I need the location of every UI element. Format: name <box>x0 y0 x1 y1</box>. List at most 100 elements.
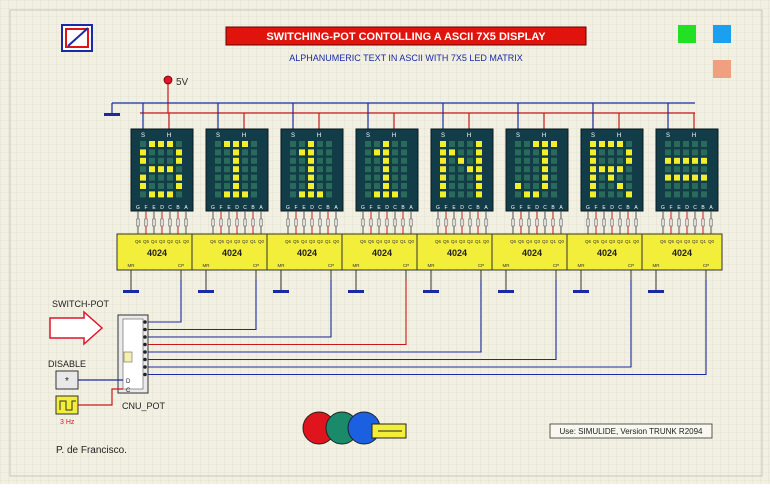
matrix-pin-label: E <box>227 205 231 211</box>
clock-frequency: 3 Hz <box>60 419 75 426</box>
matrix-pin-label: A <box>409 205 413 211</box>
led-dot <box>326 183 332 189</box>
led-dot <box>176 149 182 156</box>
led-dot <box>458 141 464 147</box>
pot-pin-dot <box>143 365 147 369</box>
square-wave-icon <box>59 400 76 411</box>
led-dot <box>542 149 548 156</box>
led-dot <box>617 183 623 189</box>
led-dot <box>401 149 407 156</box>
led-dot <box>692 166 698 173</box>
ic-cp-label: CP <box>328 263 334 268</box>
frame-border <box>9 9 763 477</box>
ic-4024 <box>191 233 273 271</box>
clock-line <box>148 280 632 368</box>
ground-symbol-icon <box>348 290 364 293</box>
led-dot <box>515 149 521 156</box>
led-dot <box>665 149 671 156</box>
led-dot <box>383 191 389 198</box>
led-dot <box>242 157 248 164</box>
pin-s-label: S <box>591 133 595 139</box>
led-dot <box>149 174 155 181</box>
led-dot <box>401 174 407 181</box>
led-dot <box>242 149 248 156</box>
matrix-pin-label: A <box>634 205 638 211</box>
ic-mr-label: MR <box>503 263 511 268</box>
led-dot <box>167 157 173 164</box>
led-dot <box>158 166 164 173</box>
ic-pin-label: Q5 <box>518 239 525 244</box>
pin-s-label: S <box>141 133 145 139</box>
led-dot <box>692 157 698 164</box>
led-dot <box>701 183 707 189</box>
led-dot <box>233 191 239 198</box>
led-dot <box>476 191 482 198</box>
ic-pin-label: Q1 <box>400 239 407 244</box>
matrix-pin-label: F <box>444 205 447 211</box>
disable-button[interactable]: * <box>55 370 79 390</box>
pot-pin-dot <box>143 357 147 362</box>
ic-pin-label: Q5 <box>218 239 225 244</box>
led-dot <box>674 191 680 198</box>
led-dot <box>308 191 314 198</box>
pot-slider-knob-icon[interactable] <box>123 351 133 363</box>
led-dot <box>542 183 548 189</box>
led-dot <box>149 157 155 164</box>
led-dot <box>608 183 614 189</box>
led-dot <box>524 174 530 181</box>
led-dot <box>383 149 389 156</box>
ic-pin-label: Q1 <box>475 239 482 244</box>
led-dot <box>308 157 314 164</box>
led-dot <box>167 166 173 173</box>
led-dot <box>590 183 596 189</box>
clock-source[interactable] <box>55 395 79 415</box>
ic-pin-label: Q2 <box>467 239 474 244</box>
led-dot <box>299 157 305 164</box>
led-dot <box>374 183 380 189</box>
ic-pin-label: Q4 <box>301 239 308 244</box>
ic-cp-label: CP <box>403 263 409 268</box>
led-dot <box>617 157 623 164</box>
matrix-pin-label: G <box>661 205 665 211</box>
led-dot <box>608 157 614 164</box>
led-dot <box>626 141 632 147</box>
led-dot <box>440 149 446 156</box>
led-dot <box>551 183 557 189</box>
ic-pin-label: Q1 <box>700 239 707 244</box>
led-dot <box>440 157 446 164</box>
ic-mr-label: MR <box>128 263 136 268</box>
ic-label: 4024 <box>372 248 392 258</box>
led-dot <box>317 166 323 173</box>
led-dot <box>317 141 323 147</box>
ic-mr-label: MR <box>578 263 586 268</box>
matrix-pin-label: B <box>701 205 705 211</box>
matrix-pin-label: E <box>302 205 306 211</box>
led-dot <box>608 191 614 198</box>
ground-symbol-icon <box>423 290 439 293</box>
switch-pot-component[interactable] <box>117 314 149 394</box>
led-dot <box>524 157 530 164</box>
version-box <box>549 423 713 439</box>
led-dot <box>224 191 230 198</box>
led-dot <box>233 183 239 189</box>
matrix-pin-label: D <box>310 205 314 211</box>
led-dot <box>533 166 539 173</box>
ic-pin-label: Q5 <box>668 239 675 244</box>
led-dot <box>365 157 371 164</box>
ic-pin-label: Q5 <box>368 239 375 244</box>
pot-pin-dot <box>143 342 147 347</box>
led-dot <box>533 183 539 189</box>
led-dot <box>167 183 173 189</box>
ic-4024 <box>416 233 498 271</box>
ic-mr-label: MR <box>353 263 361 268</box>
led-dot <box>290 157 296 164</box>
ic-pin-label: Q4 <box>151 239 158 244</box>
ic-label: 4024 <box>597 248 617 258</box>
ground-symbol-icon <box>123 290 139 293</box>
ic-cp-label: CP <box>178 263 184 268</box>
led-dot <box>149 149 155 156</box>
led-dot <box>683 166 689 173</box>
ic-pin-label: Q4 <box>676 239 683 244</box>
